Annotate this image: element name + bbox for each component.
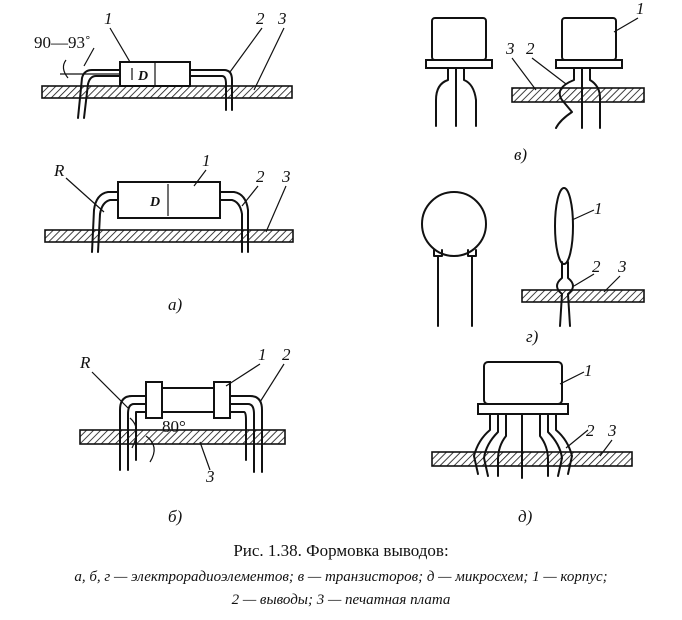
label-3: 3 bbox=[281, 167, 291, 186]
label-2: 2 bbox=[256, 167, 265, 186]
pcb-board bbox=[511, 87, 645, 103]
sublabel-b: б) bbox=[168, 507, 183, 526]
label-angle-80: 80° bbox=[162, 417, 186, 436]
panel-g: 1 2 3 г) bbox=[421, 187, 645, 346]
figure-caption-title: Рис. 1.38. Формовка выводов: bbox=[233, 541, 449, 560]
panel-v: 1 3 2 в) bbox=[425, 0, 645, 164]
figure-caption-text: а, б, г — электрорадиоэлементов; в — тра… bbox=[0, 566, 682, 612]
label-1: 1 bbox=[594, 199, 603, 218]
label-r: R bbox=[79, 353, 91, 372]
label-3: 3 bbox=[607, 421, 617, 440]
pcb-board bbox=[521, 289, 645, 303]
label-3: 3 bbox=[617, 257, 627, 276]
sublabel-a: а) bbox=[168, 295, 183, 314]
figure-drawing: D 90—93˚ 1 2 3 D R 1 2 3 а) bbox=[34, 0, 645, 526]
label-2: 2 bbox=[526, 39, 535, 58]
label-3: 3 bbox=[505, 39, 515, 58]
panel-a-bottom: D R 1 2 3 а) bbox=[44, 151, 294, 314]
disc-capacitor-side bbox=[554, 187, 574, 265]
label-d: D bbox=[137, 69, 148, 84]
label-1: 1 bbox=[202, 151, 211, 170]
component-lead-left bbox=[77, 69, 121, 119]
label-2: 2 bbox=[592, 257, 601, 276]
label-2: 2 bbox=[256, 9, 265, 28]
label-1: 1 bbox=[636, 0, 645, 18]
sublabel-g: г) bbox=[526, 327, 539, 346]
caption-line-1: а, б, г — электрорадиоэлементов; в — тра… bbox=[74, 569, 608, 585]
label-angle-range: 90—93˚ bbox=[34, 33, 91, 52]
disc-capacitor-body bbox=[421, 191, 487, 257]
label-1: 1 bbox=[584, 361, 593, 380]
component-lead-right-inner bbox=[189, 75, 227, 111]
pcb-board bbox=[79, 429, 286, 445]
label-2: 2 bbox=[282, 345, 291, 364]
component-body bbox=[117, 181, 221, 219]
microcircuit-body bbox=[483, 361, 563, 405]
pcb-board bbox=[44, 229, 294, 243]
label-3: 3 bbox=[277, 9, 287, 28]
panel-b: 80° R 1 2 3 б) bbox=[79, 345, 291, 526]
component-lead-left-inner bbox=[83, 75, 121, 119]
sublabel-v: в) bbox=[514, 145, 527, 164]
label-2: 2 bbox=[586, 421, 595, 440]
label-r: R bbox=[53, 161, 65, 180]
transistor-body bbox=[431, 17, 487, 61]
label-1: 1 bbox=[258, 345, 267, 364]
panel-d: 1 2 3 д) bbox=[431, 361, 633, 526]
label-1: 1 bbox=[104, 9, 113, 28]
sublabel-d: д) bbox=[518, 507, 533, 526]
label-3: 3 bbox=[205, 467, 215, 486]
component-lead-right bbox=[189, 69, 233, 111]
caption-line-2: 2 — выводы; 3 — печатная плата bbox=[231, 592, 451, 608]
transistor-body bbox=[561, 17, 617, 61]
label-d: D bbox=[149, 195, 160, 210]
pcb-board bbox=[431, 451, 633, 467]
panel-a-top: D 90—93˚ 1 2 3 bbox=[34, 9, 293, 119]
